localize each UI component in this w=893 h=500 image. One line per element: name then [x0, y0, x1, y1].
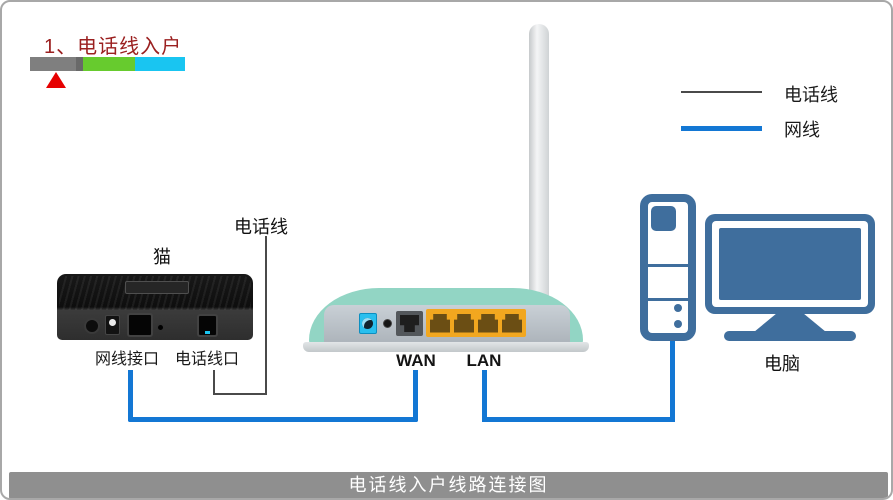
phone-line-vertical — [265, 236, 267, 394]
modem-ethernet-port-icon — [127, 313, 153, 337]
modem-phone-port-label: 电话线口 — [175, 351, 240, 368]
router-power-port-icon — [359, 313, 377, 334]
progress-segment-cyan — [135, 57, 185, 71]
monitor-screen — [719, 228, 861, 300]
lan-label: LAN — [466, 351, 502, 370]
tower-divider-line — [648, 298, 688, 301]
computer-tower-icon — [640, 194, 696, 341]
modem-dc-jack-icon — [105, 315, 120, 335]
incoming-phone-line-label: 电话线 — [234, 217, 288, 237]
router-base — [303, 342, 589, 352]
lan-port-2-icon — [454, 313, 474, 333]
wan-label: WAN — [396, 351, 436, 370]
tower-button-dot — [674, 304, 682, 312]
phone-line-horizontal — [213, 393, 267, 395]
modem-label: 猫 — [153, 247, 171, 267]
legend-network-cable-label: 网线 — [784, 120, 820, 140]
computer-label: 电脑 — [764, 354, 800, 374]
tower-button-dot — [674, 320, 682, 328]
phone-line-to-modem — [213, 370, 215, 395]
diagram-caption-bar: 电话线入户线路连接图 — [9, 472, 888, 498]
progress-bar — [30, 57, 185, 71]
network-cable-modem-to-wan — [128, 370, 418, 422]
progress-segment-divider — [76, 57, 83, 71]
tower-drive-bay — [651, 206, 676, 231]
network-cable-lan-run — [482, 417, 675, 422]
lan-port-4-icon — [502, 313, 522, 333]
router-reset-button-icon — [383, 319, 392, 328]
tower-divider-line — [648, 264, 688, 267]
network-cable-lan-drop — [482, 370, 487, 422]
router-wan-port-icon — [396, 311, 423, 336]
modem-phone-port-icon — [197, 314, 218, 337]
current-step-triangle-icon — [46, 72, 66, 88]
monitor-stand — [754, 313, 826, 332]
modem-network-port-label: 网线接口 — [95, 351, 160, 368]
lan-port-3-icon — [478, 313, 498, 333]
legend-phone-line-label: 电话线 — [784, 85, 838, 105]
legend-phone-line-sample — [681, 91, 762, 93]
progress-segment-gray — [30, 57, 76, 71]
router-lan-ports — [426, 309, 526, 337]
progress-segment-green — [83, 57, 135, 71]
legend-network-cable-sample — [681, 126, 762, 131]
monitor-base — [724, 331, 856, 341]
router-antenna-icon — [529, 24, 549, 340]
modem-device — [57, 274, 253, 340]
modem-power-button-icon — [84, 318, 100, 334]
lan-port-1-icon — [430, 313, 450, 333]
modem-brand-plate — [125, 281, 189, 294]
step-title: 1、电话线入户 — [44, 36, 183, 58]
modem-reset-hole-icon — [158, 325, 163, 330]
network-cable-to-computer — [670, 340, 675, 422]
